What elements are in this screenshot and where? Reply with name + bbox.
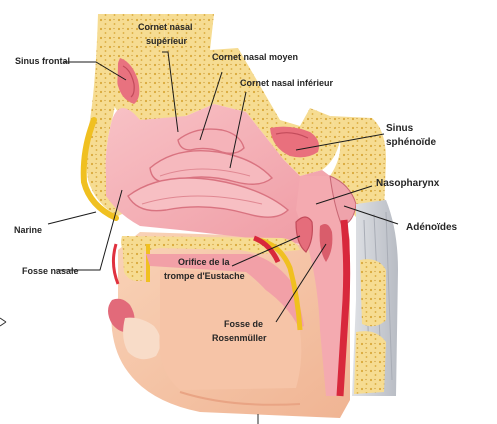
- edge-mark: [0, 318, 6, 326]
- label-sinus-sphenoide-2: sphénoïde: [386, 137, 436, 148]
- label-adenoides: Adénoïdes: [406, 222, 458, 233]
- label-narine: Narine: [14, 225, 42, 235]
- label-fosse-nasale: Fosse nasale: [22, 266, 79, 276]
- vertebra-lower: [354, 331, 386, 394]
- label-sinus-frontal: Sinus frontal: [15, 56, 70, 66]
- label-rosenmuller-2: Rosenmüller: [212, 333, 267, 343]
- label-rosenmuller-1: Fosse de: [224, 319, 263, 329]
- label-sinus-sphenoide-1: Sinus: [386, 123, 414, 134]
- label-cornet-inferieur: Cornet nasal inférieur: [240, 78, 334, 88]
- vertebra: [360, 259, 386, 326]
- label-trompe-1: Orifice de la: [178, 257, 231, 267]
- label-trompe-2: trompe d'Eustache: [164, 271, 245, 281]
- label-nasopharynx: Nasopharynx: [376, 178, 440, 189]
- maxilla: [122, 236, 144, 281]
- label-cornet-superieur-1: Cornet nasal: [138, 22, 193, 32]
- label-cornet-superieur-2: supérieur: [146, 36, 188, 46]
- label-cornet-moyen: Cornet nasal moyen: [212, 52, 298, 62]
